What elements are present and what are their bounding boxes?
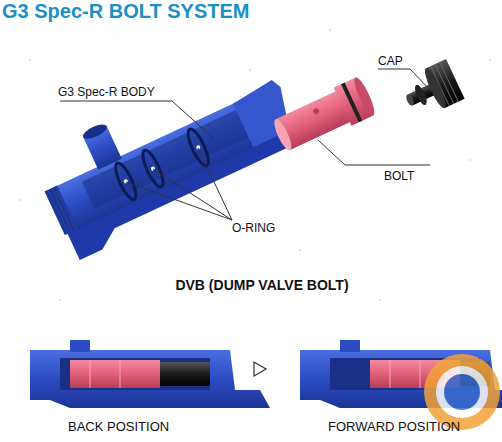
watermark-logo <box>424 354 500 430</box>
diagram-title: G3 Spec-R BOLT SYSTEM <box>2 0 249 22</box>
body-illustration <box>28 18 374 261</box>
transition-arrow <box>254 362 266 376</box>
part-label: CAP <box>378 55 403 68</box>
background-speckle <box>19 29 491 321</box>
position-label: FORWARD POSITION <box>328 420 460 434</box>
bolt-illustration <box>269 75 377 155</box>
back-position-illustration <box>30 340 270 408</box>
section-heading: DVB (DUMP VALVE BOLT) <box>175 278 348 293</box>
part-label: G3 Spec-R BODY <box>58 86 155 99</box>
cap-illustration <box>398 59 465 121</box>
part-label: O-RING <box>232 222 275 235</box>
position-label: BACK POSITION <box>68 420 169 434</box>
part-label: BOLT <box>384 170 414 183</box>
